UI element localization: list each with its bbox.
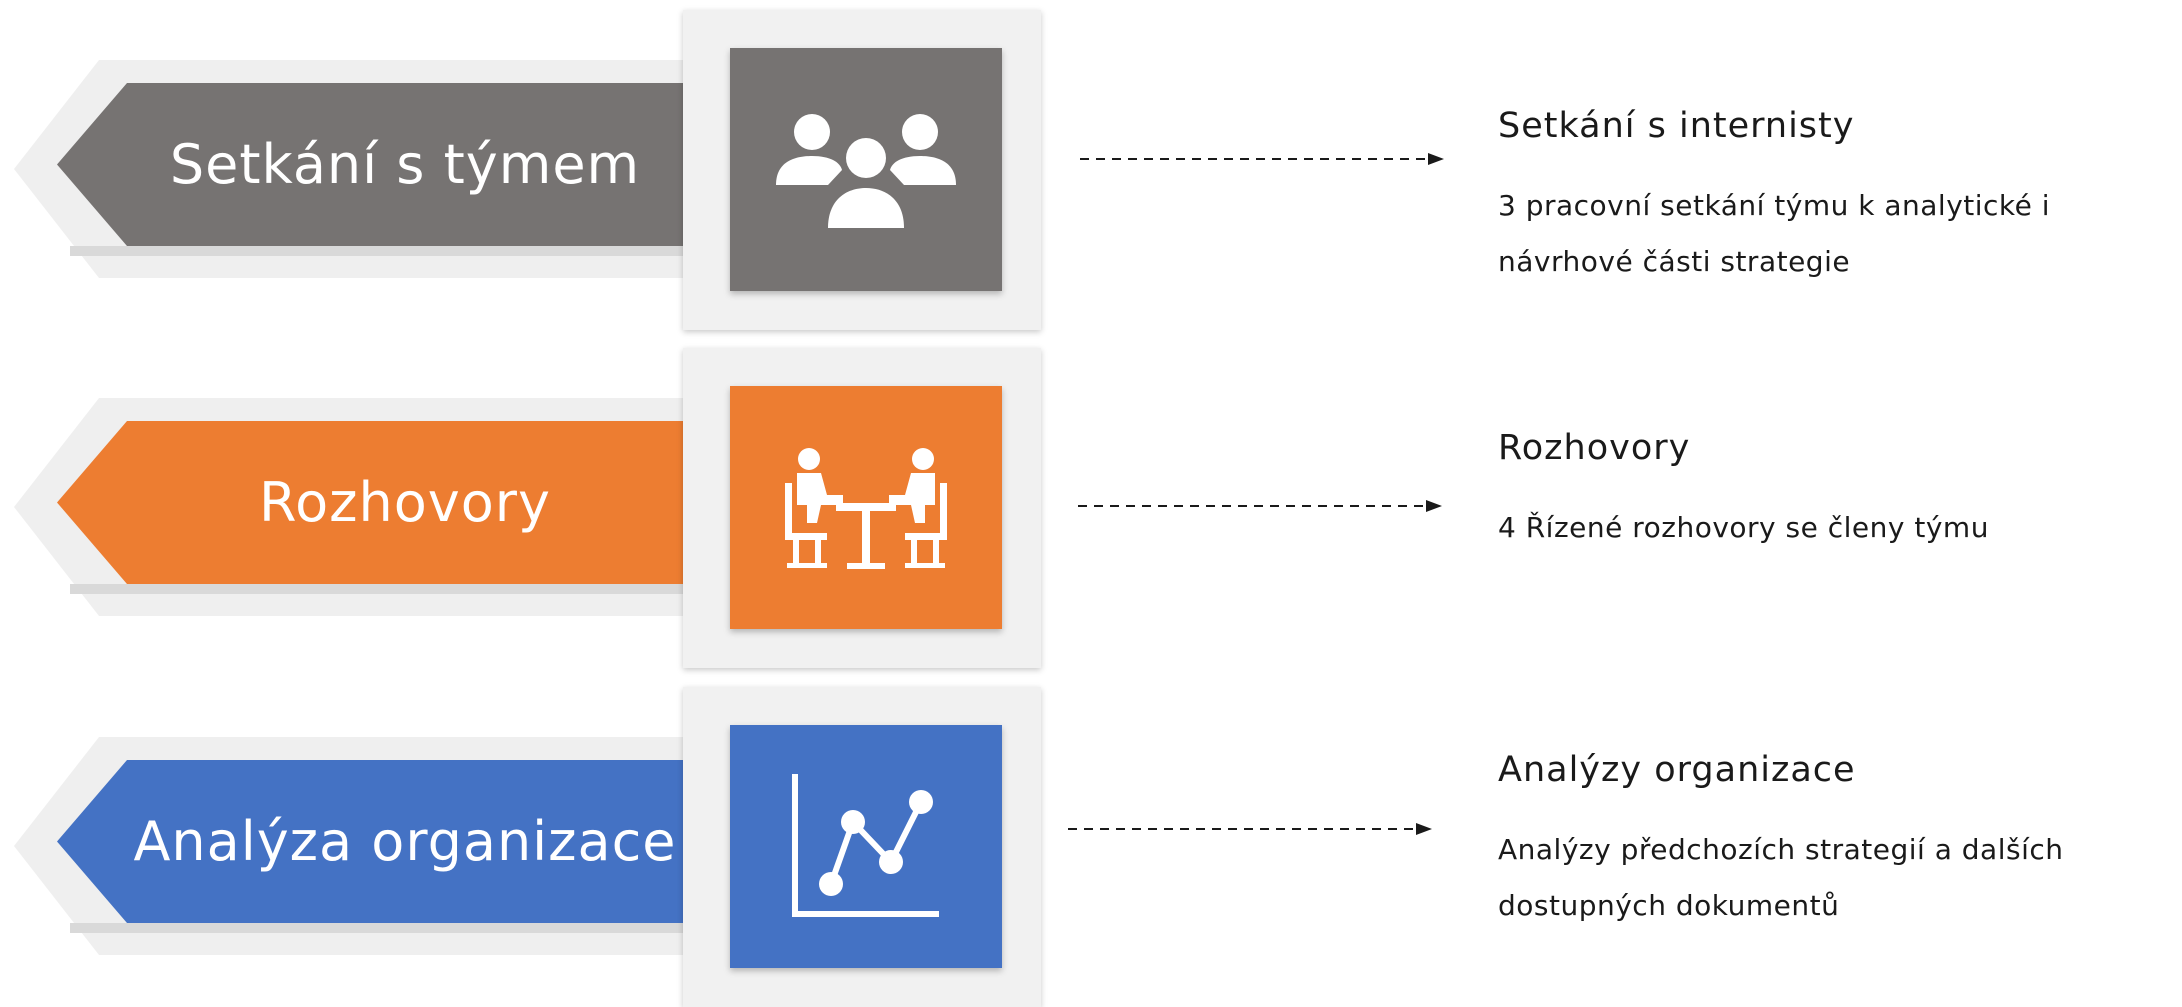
arrow-banner-interviews	[57, 421, 697, 584]
icon-tile-organization-analysis	[730, 725, 1002, 968]
icon-frame	[683, 348, 1041, 668]
connector-arrow-team-meeting	[1080, 153, 1444, 165]
item-title-team-meeting: Setkání s internisty	[1498, 106, 1855, 146]
interview-table-icon	[785, 447, 947, 569]
arrow-shadow	[70, 923, 690, 933]
arrow-banner-organization-analysis	[57, 760, 697, 923]
arrow-shadow	[70, 584, 690, 594]
connector-arrow-interviews	[1078, 500, 1442, 512]
line-chart-icon	[792, 773, 939, 917]
arrow-shadow	[70, 246, 690, 256]
item-title-organization-analysis: Analýzy organizace	[1498, 750, 1856, 790]
item-title-interviews: Rozhovory	[1498, 428, 1691, 468]
icon-tile-team-meeting	[730, 48, 1002, 291]
arrow-banner-team-meeting	[57, 83, 697, 246]
connector-arrow-organization-analysis	[1068, 823, 1432, 835]
arrow-label-interviews: Rozhovory	[259, 471, 551, 534]
team-meeting-icon	[776, 113, 956, 228]
icon-frame	[683, 687, 1041, 1007]
item-description-team-meeting: 3 pracovní setkání týmu k analytické i n…	[1498, 189, 2051, 278]
arrow-label-organization-analysis: Analýza organizace	[133, 810, 677, 873]
icon-frame	[683, 10, 1041, 330]
item-description-organization-analysis: Analýzy předchozích strategií a dalších …	[1498, 833, 2064, 922]
icon-tile-interviews	[730, 386, 1002, 629]
item-description-interviews: 4 Řízené rozhovory se členy týmu	[1498, 511, 1989, 544]
arrow-label-team-meeting: Setkání s týmem	[169, 133, 641, 196]
